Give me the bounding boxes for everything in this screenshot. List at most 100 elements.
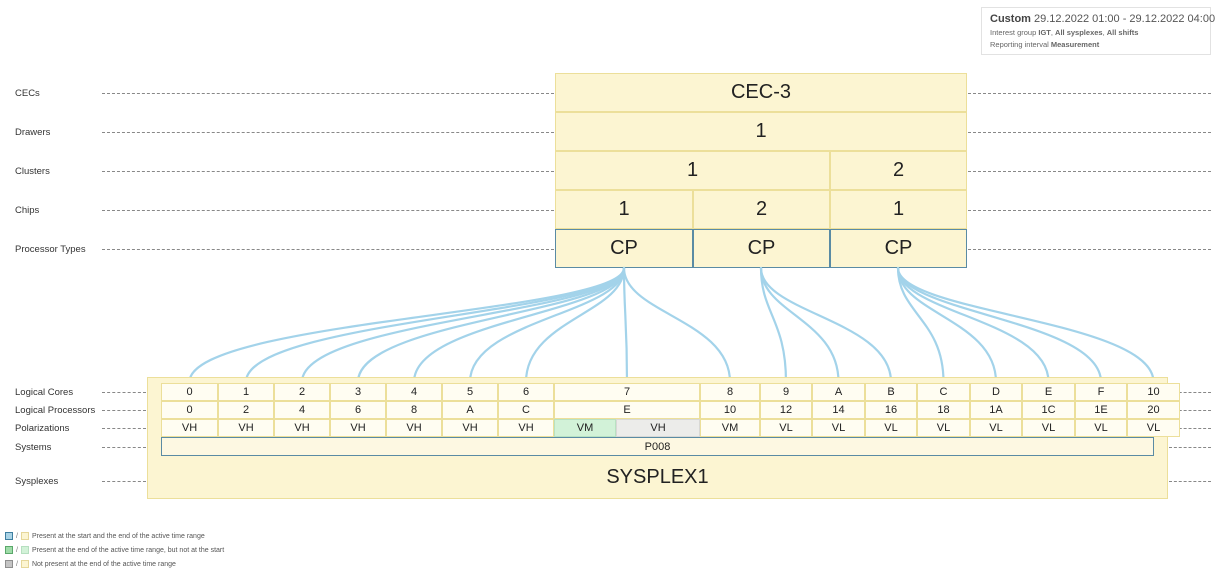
legend-swatch-cell bbox=[20, 532, 29, 540]
logical-core-cell[interactable]: 0 bbox=[161, 383, 218, 401]
drawer-box[interactable]: 1 bbox=[555, 112, 967, 151]
logical-processor-cell[interactable]: 1E bbox=[1075, 401, 1127, 419]
row-label-polarizations: Polarizations bbox=[15, 423, 70, 434]
legend-item: / Present at the end of the active time … bbox=[5, 546, 224, 554]
legend-separator: / bbox=[16, 532, 18, 540]
logical-processor-cell[interactable]: E bbox=[554, 401, 700, 419]
logical-processor-cell[interactable]: A bbox=[442, 401, 498, 419]
logical-processor-cell[interactable]: 8 bbox=[386, 401, 442, 419]
logical-processor-cell[interactable]: 16 bbox=[865, 401, 917, 419]
logical-core-cell[interactable]: 9 bbox=[760, 383, 812, 401]
logical-core-cell[interactable]: D bbox=[970, 383, 1022, 401]
logical-core-cell[interactable]: 8 bbox=[700, 383, 760, 401]
reporting-interval-value: Measurement bbox=[1050, 40, 1100, 49]
logical-core-cell[interactable]: B bbox=[865, 383, 917, 401]
logical-core-cell[interactable]: 5 bbox=[442, 383, 498, 401]
logical-processor-cell[interactable]: 12 bbox=[760, 401, 812, 419]
logical-core-cell[interactable]: C bbox=[917, 383, 970, 401]
logical-processor-cell[interactable]: 0 bbox=[161, 401, 218, 419]
logical-processor-cell[interactable]: C bbox=[498, 401, 554, 419]
legend-text: Present at the end of the active time ra… bbox=[31, 546, 225, 554]
guide-line-cecs-left bbox=[102, 93, 554, 94]
row-label-clusters: Clusters bbox=[15, 166, 50, 177]
polarization-cell[interactable]: VH bbox=[442, 419, 498, 437]
legend-text: Not present at the end of the active tim… bbox=[31, 560, 176, 568]
polarization-cell[interactable]: VH bbox=[274, 419, 330, 437]
cluster-box[interactable]: 1 bbox=[555, 151, 830, 190]
legend-swatch-core bbox=[5, 546, 13, 554]
connector-line bbox=[356, 266, 626, 384]
logical-processor-cell[interactable]: 2 bbox=[218, 401, 274, 419]
polarization-cell[interactable]: VM bbox=[554, 419, 616, 437]
guide-line-chips-right bbox=[968, 210, 1211, 211]
logical-core-cell[interactable]: 1 bbox=[218, 383, 274, 401]
system-box[interactable]: P008 bbox=[161, 437, 1154, 456]
polarization-cell[interactable]: VL bbox=[1075, 419, 1127, 437]
polarization-cell[interactable]: VL bbox=[865, 419, 917, 437]
chip-box[interactable]: 2 bbox=[693, 190, 830, 229]
row-label-logical-processors: Logical Processors bbox=[15, 405, 96, 416]
polarization-cell[interactable]: VL bbox=[1127, 419, 1180, 437]
logical-core-cell[interactable]: 4 bbox=[386, 383, 442, 401]
logical-core-cell[interactable]: 10 bbox=[1127, 383, 1180, 401]
guide-line-logical-processors-right bbox=[1169, 410, 1211, 411]
chip-box[interactable]: 1 bbox=[830, 190, 967, 229]
polarization-cell[interactable]: VH bbox=[161, 419, 218, 437]
polarization-cell[interactable]: VL bbox=[812, 419, 865, 437]
polarization-cell[interactable]: VH bbox=[498, 419, 554, 437]
polarization-cell[interactable]: VH bbox=[218, 419, 274, 437]
guide-line-processor-types-right bbox=[968, 249, 1211, 250]
guide-line-sysplexes-right bbox=[1169, 481, 1211, 482]
connector-line bbox=[896, 266, 1103, 384]
logical-processor-cell[interactable]: 1C bbox=[1022, 401, 1075, 419]
cec-box[interactable]: CEC-3 bbox=[555, 73, 967, 112]
logical-processor-cell[interactable]: 10 bbox=[700, 401, 760, 419]
logical-processor-cell[interactable]: 6 bbox=[330, 401, 386, 419]
legend-separator: / bbox=[16, 546, 18, 554]
legend-swatch-core bbox=[5, 560, 13, 568]
polarization-cell[interactable]: VL bbox=[917, 419, 970, 437]
connector-line bbox=[188, 266, 626, 384]
polarization-cell[interactable]: VH bbox=[330, 419, 386, 437]
logical-core-cell[interactable]: F bbox=[1075, 383, 1127, 401]
legend-item: / Present at the start and the end of th… bbox=[5, 532, 205, 540]
polarization-cell[interactable]: VH bbox=[386, 419, 442, 437]
logical-processor-cell[interactable]: 20 bbox=[1127, 401, 1180, 419]
legend-text: Present at the start and the end of the … bbox=[31, 532, 205, 540]
connector-line bbox=[244, 266, 626, 384]
processor-type-box[interactable]: CP bbox=[555, 229, 693, 268]
logical-core-cell[interactable]: E bbox=[1022, 383, 1075, 401]
logical-core-cell[interactable]: A bbox=[812, 383, 865, 401]
legend-separator: / bbox=[16, 560, 18, 568]
logical-processor-cell[interactable]: 4 bbox=[274, 401, 330, 419]
chip-box[interactable]: 1 bbox=[555, 190, 693, 229]
polarization-cell[interactable]: VM bbox=[700, 419, 760, 437]
guide-line-drawers-right bbox=[968, 132, 1211, 133]
polarization-cell[interactable]: VL bbox=[760, 419, 812, 437]
legend-swatch-core bbox=[5, 532, 13, 540]
polarization-cell[interactable]: VH bbox=[616, 419, 700, 437]
sysplex-label[interactable]: SYSPLEX1 bbox=[606, 466, 709, 488]
logical-core-cell[interactable]: 2 bbox=[274, 383, 330, 401]
sysplexes-filter: All sysplexes bbox=[1055, 28, 1103, 37]
polarization-cell[interactable]: VL bbox=[970, 419, 1022, 437]
logical-core-cell[interactable]: 3 bbox=[330, 383, 386, 401]
guide-line-sysplexes-left bbox=[102, 481, 146, 482]
polarization-cell[interactable]: VL bbox=[1022, 419, 1075, 437]
report-range: 29.12.2022 01:00 - 29.12.2022 04:00 bbox=[1034, 13, 1216, 25]
report-title: Custom bbox=[990, 13, 1031, 25]
guide-line-cecs-right bbox=[968, 93, 1211, 94]
connector-line bbox=[524, 266, 626, 384]
logical-processor-cell[interactable]: 18 bbox=[917, 401, 970, 419]
logical-processor-cell[interactable]: 1A bbox=[970, 401, 1022, 419]
guide-line-systems-left bbox=[102, 447, 146, 448]
connector-line bbox=[896, 266, 945, 384]
logical-processor-cell[interactable]: 14 bbox=[812, 401, 865, 419]
cluster-box[interactable]: 2 bbox=[830, 151, 967, 190]
logical-core-cell[interactable]: 6 bbox=[498, 383, 554, 401]
connector-line bbox=[759, 266, 788, 384]
logical-core-cell[interactable]: 7 bbox=[554, 383, 700, 401]
interest-group-prefix: Interest group bbox=[990, 28, 1037, 37]
legend-item: / Not present at the end of the active t… bbox=[5, 560, 176, 568]
interest-separator-1: , bbox=[1050, 28, 1056, 37]
